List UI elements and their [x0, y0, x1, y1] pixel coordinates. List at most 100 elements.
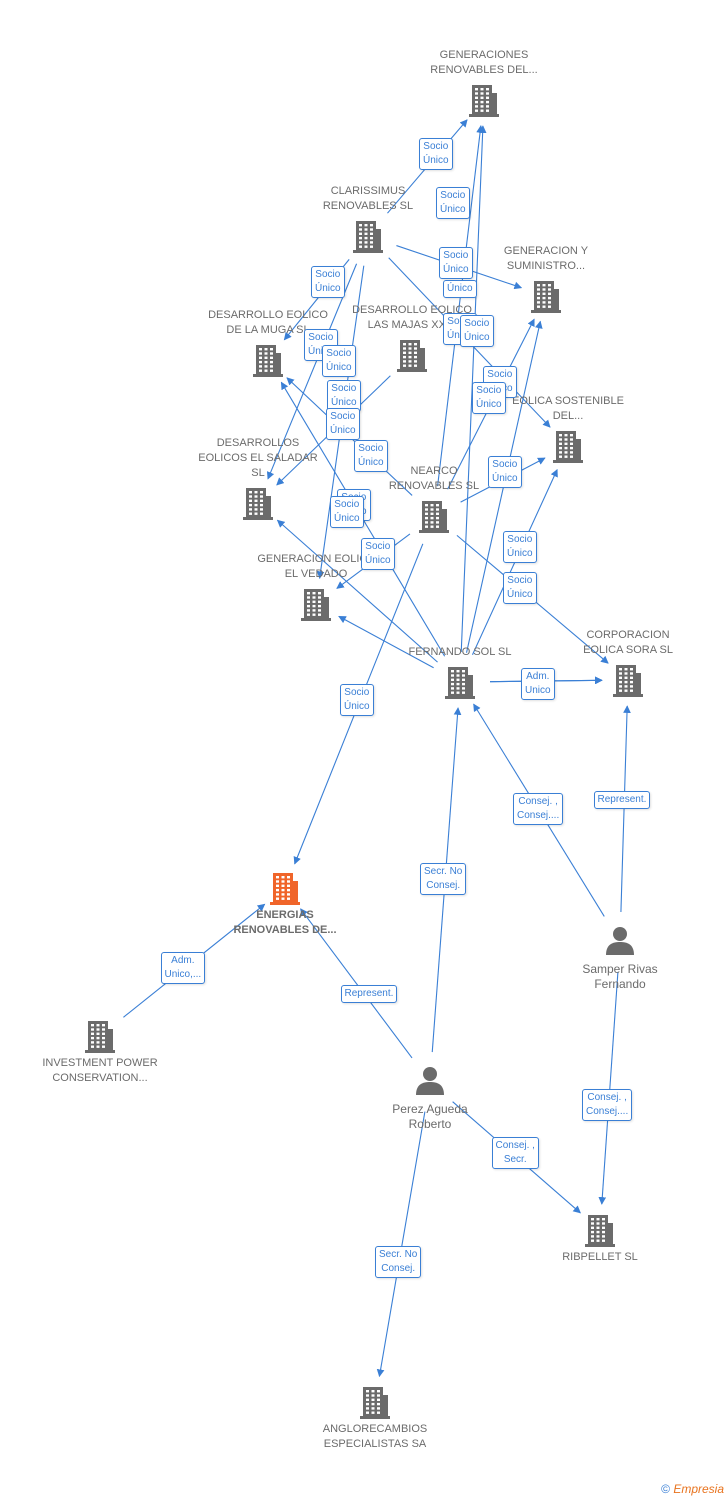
node-label[interactable]: ENERGIAS RENOVABLES DE...: [233, 909, 337, 936]
edge-e13: [266, 263, 358, 480]
edge-label-text: Socio: [358, 443, 384, 454]
edge-label-e27[interactable]: Represent.: [340, 985, 398, 1003]
node-label[interactable]: GENERACIONES RENOVABLES DEL...: [430, 49, 538, 76]
edge-label-text: Socio: [330, 411, 356, 422]
node-label[interactable]: DESARROLLOS EOLICOS EL SALADAR SL: [198, 437, 318, 479]
brand-logo[interactable]: Empresia: [673, 1482, 724, 1496]
building-icon[interactable]: [243, 486, 273, 525]
edge-label-text: Único: [443, 264, 469, 275]
building-icon[interactable]: [397, 338, 427, 377]
edge-label-text: Adm.: [171, 955, 195, 966]
edge-label-e26[interactable]: Adm. Unico,...: [160, 952, 206, 984]
building-icon[interactable]: [613, 663, 643, 702]
edge-label-text: Único: [507, 548, 533, 559]
edge-label-text: Socio: [365, 541, 391, 552]
person-icon[interactable]: [415, 1065, 445, 1100]
edge-label-text: Socio: [440, 190, 466, 201]
edge-label-text: Único: [334, 513, 360, 524]
edge-label-text: Único: [315, 283, 341, 294]
edge-label-text: Socio: [423, 141, 449, 152]
edge-label-text: Único: [423, 155, 449, 166]
node-label[interactable]: DESARROLLO EOLICO DE LA MUGA SL: [208, 309, 328, 336]
edge-label-e28[interactable]: Consej. ,Consej....: [582, 1089, 633, 1121]
building-icon[interactable]: [353, 219, 383, 258]
building-icon[interactable]: [301, 587, 331, 626]
building-icon[interactable]: [469, 83, 499, 122]
edge-e18: [338, 615, 434, 669]
edge-label-e23[interactable]: Consej. ,Consej....: [513, 793, 564, 825]
edge-label-text: Socio: [507, 534, 533, 545]
edge-label-e24[interactable]: Represent.: [593, 791, 651, 809]
edge-e15: [276, 519, 438, 663]
edge-label-text: Único: [507, 589, 533, 600]
building-icon[interactable]: [85, 1019, 115, 1058]
building-icon[interactable]: [270, 871, 300, 910]
edge-label-text: Represent.: [597, 794, 647, 805]
node-label[interactable]: Samper Rivas Fernando: [582, 962, 658, 991]
person-icon[interactable]: [605, 925, 635, 960]
edge-label-text: Consej. ,: [495, 1140, 535, 1151]
node-label[interactable]: RIBPELLET SL: [562, 1251, 638, 1263]
edge-label-text: Socio: [447, 315, 473, 329]
node-label[interactable]: Perez Agueda Roberto: [392, 1102, 468, 1131]
edge-label-text: Socio: [308, 332, 334, 343]
edge-e27: [300, 908, 413, 1059]
edge-e28: [598, 971, 619, 1205]
node-label[interactable]: DESARROLLO EOLICO LAS MAJAS XXVI: [352, 304, 472, 331]
building-icon[interactable]: [253, 343, 283, 382]
building-icon[interactable]: [585, 1213, 615, 1252]
edge-label-text: Único: [330, 425, 356, 436]
building-icon[interactable]: [419, 499, 449, 538]
node-label[interactable]: GENERACION EOLICA EL VEDADO: [257, 553, 375, 580]
node-label[interactable]: FERNANDO SOL SL: [408, 646, 512, 658]
edge-label-text: Único: [476, 399, 502, 410]
edge-label-text: Único: [447, 283, 473, 294]
edge-label-text: Socio: [326, 348, 352, 359]
edge-label-text: Consej....: [517, 810, 560, 821]
edge-label-text: Socio: [443, 250, 469, 261]
node-label[interactable]: ANGLORECAMBIOS ESPECIALISTAS SA: [322, 1423, 428, 1450]
building-icon[interactable]: [531, 279, 561, 318]
edge-label-text: Consej.: [426, 880, 461, 891]
edge-label-text: Consej....: [586, 1106, 629, 1117]
edge-label-text: Único: [492, 473, 518, 484]
edge-label-e29[interactable]: Consej. ,Secr.: [491, 1137, 539, 1169]
edge-label-text: Socio: [492, 459, 518, 470]
edge-e24: [620, 705, 631, 913]
node-label[interactable]: CORPORACION EOLICA SORA SL: [583, 629, 673, 656]
node-label[interactable]: INVESTMENT POWER CONSERVATION...: [42, 1057, 158, 1084]
node-label[interactable]: NEARCO RENOVABLES SL: [388, 465, 480, 492]
building-icon[interactable]: [553, 429, 583, 468]
building-icon[interactable]: [445, 665, 475, 704]
edge-label-text: Único: [308, 346, 334, 357]
node-label[interactable]: EOLICA SOSTENIBLE DEL...: [512, 395, 624, 422]
building-icon[interactable]: [360, 1385, 390, 1424]
edge-label-e22[interactable]: Adm.Unico: [521, 668, 555, 700]
edge-label-text: Consej.: [381, 1263, 416, 1274]
edge-label-text: Unico,...: [164, 969, 202, 980]
edge-label-text: Único: [365, 555, 391, 566]
node-label[interactable]: CLARISSIMUS RENOVABLES SL: [322, 185, 414, 212]
edge-label-e4[interactable]: Único: [443, 280, 477, 298]
node-label[interactable]: GENERACION Y SUMINISTRO...: [503, 245, 589, 272]
edge-label-text: Único: [331, 397, 357, 408]
